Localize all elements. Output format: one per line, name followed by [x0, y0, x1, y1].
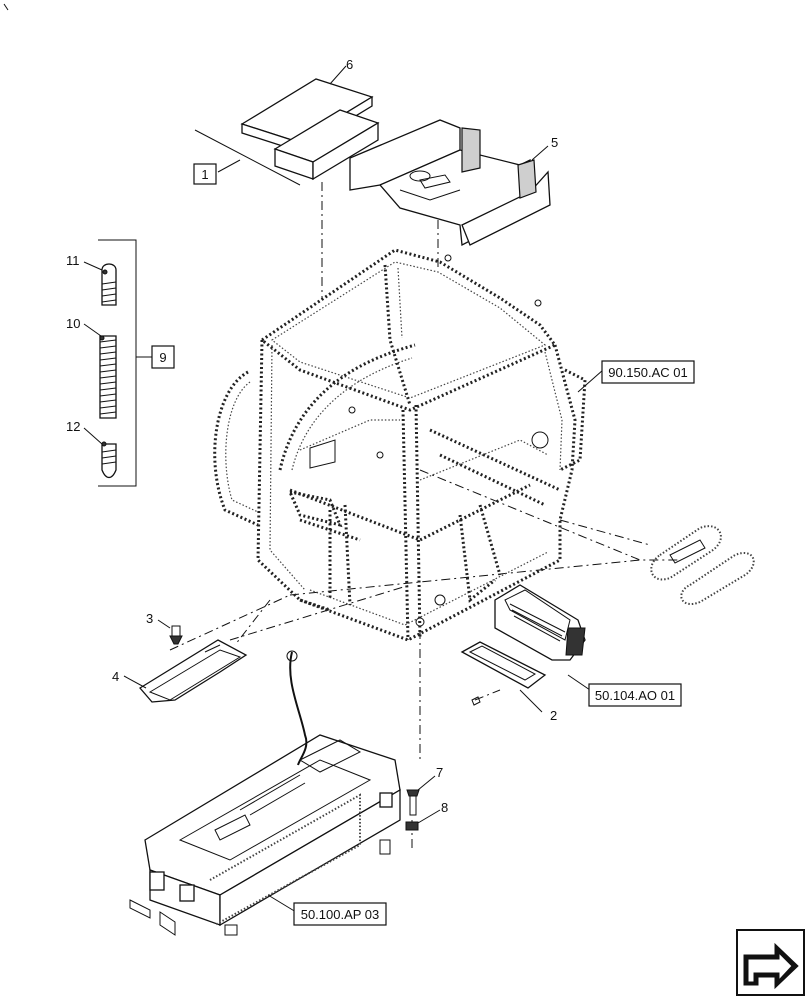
- plug-part-12: [101, 441, 117, 479]
- callout-4: 4: [112, 669, 119, 684]
- ref-90-150-ac-01[interactable]: 90.150.AC 01: [608, 365, 688, 380]
- callout-1: 1: [201, 167, 208, 182]
- air-duct-part-5: [349, 119, 551, 247]
- leader-6: [329, 65, 347, 85]
- callout-5: 5: [551, 135, 558, 150]
- ref-50-100-ap-03[interactable]: 50.100.AP 03: [301, 907, 380, 922]
- ref-box-50-104: [588, 683, 682, 707]
- callout-11: 11: [66, 253, 80, 268]
- callout-1-box: [193, 163, 217, 185]
- callout-2: 2: [550, 708, 557, 723]
- air-outlet-grilles: [650, 525, 755, 605]
- ref-box-50-100: [293, 902, 387, 926]
- filter-elements-part-6: [240, 78, 380, 181]
- navigation-arrow-icon[interactable]: [736, 929, 805, 996]
- callout-3: 3: [146, 611, 153, 626]
- callout-12: 12: [66, 419, 80, 434]
- spring-part-10: [99, 335, 117, 419]
- leader-8: [417, 809, 441, 824]
- callout-10: 10: [66, 316, 80, 331]
- leader-3: [157, 619, 171, 629]
- leader-12: [83, 427, 103, 445]
- cab-frame: [213, 248, 587, 642]
- screw-part-3: [169, 625, 183, 645]
- assembly-lines: [169, 182, 680, 850]
- cap-part-11: [101, 263, 117, 306]
- callout-6: 6: [346, 57, 353, 72]
- nut-part-8: [405, 821, 419, 831]
- leader-ref-3: [267, 894, 297, 913]
- callout-9: 9: [159, 350, 166, 365]
- callout-8: 8: [441, 800, 448, 815]
- callout-7: 7: [436, 765, 443, 780]
- bracket-1: [194, 129, 301, 186]
- leader-ref-2: [567, 674, 591, 691]
- leader-11: [83, 261, 103, 271]
- hvac-unit: [129, 650, 401, 936]
- ref-box-90-150: [601, 360, 695, 384]
- leader-10: [83, 323, 102, 337]
- leader-7: [417, 775, 436, 791]
- leader-5: [531, 145, 549, 161]
- bolt-part-7: [406, 789, 420, 816]
- floor-plate-part-4: [139, 639, 248, 703]
- bracket-9: [98, 239, 137, 487]
- vent-assembly: [460, 584, 586, 706]
- leader-ref-1: [577, 369, 604, 393]
- leader-2: [519, 689, 543, 713]
- ref-50-104-ao-01[interactable]: 50.104.AO 01: [595, 688, 675, 703]
- corner-mark: [3, 3, 9, 11]
- leader-4: [123, 675, 147, 689]
- callout-9-box: [151, 345, 175, 369]
